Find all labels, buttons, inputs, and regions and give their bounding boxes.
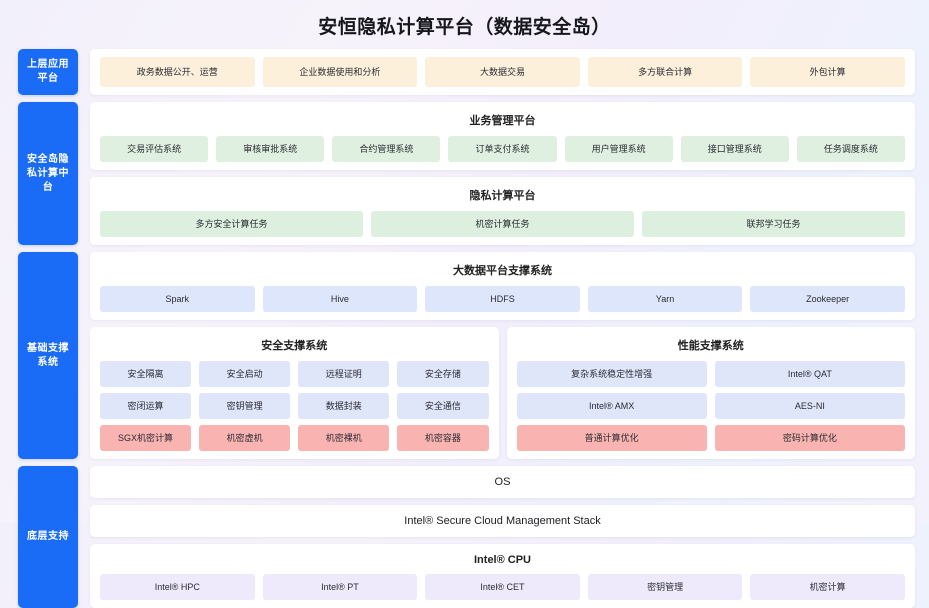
card-title-performance-support: 性能支撑系统	[677, 340, 744, 352]
chip-performance-1-0[interactable]: Intel® AMX	[516, 393, 707, 419]
chip-business-4[interactable]: 用户管理系统	[564, 136, 673, 162]
chip-security-1-1[interactable]: 密钥管理	[199, 393, 291, 419]
band-body-privacy: 业务管理平台 交易评估系统 审核审批系统 合约管理系统 订单支付系统 用户管理系…	[90, 102, 915, 245]
chip-app-3[interactable]: 多方联合计算	[587, 57, 743, 87]
card-title-bigdata: 大数据平台支撑系统	[453, 265, 552, 277]
chip-security-1-0[interactable]: 密闭运算	[100, 393, 192, 419]
band-body-bottom-support: OS Intel® Secure Cloud Management Stack …	[90, 466, 915, 608]
chip-performance-0-1[interactable]: Intel® QAT	[714, 361, 905, 387]
card-bigdata-platform: 大数据平台支撑系统 Spark Hive HDFS Yarn Zookeeper	[90, 252, 915, 320]
row-security-2: 密闭运算 密钥管理 数据封装 安全通信	[100, 393, 489, 419]
row-cpu-features: Intel® HPC Intel® PT Intel® CET 密钥管理 机密计…	[100, 574, 905, 600]
chip-security-0-0[interactable]: 安全隔离	[100, 361, 192, 387]
chip-privacy-0[interactable]: 多方安全计算任务	[100, 211, 363, 237]
row-business-systems: 交易评估系统 审核审批系统 合约管理系统 订单支付系统 用户管理系统 接口管理系…	[100, 136, 905, 162]
chip-security-2-0[interactable]: SGX机密计算	[100, 425, 192, 451]
sidebar-label-basic-support: 基础支撑系统	[18, 252, 78, 459]
row-applications: 政务数据公开、运营 企业数据使用和分析 大数据交易 多方联合计算 外包计算	[100, 57, 905, 87]
chip-bigdata-0[interactable]: Spark	[100, 286, 255, 312]
chip-security-1-3[interactable]: 安全通信	[397, 393, 489, 419]
sidebar-text: 基础支撑系统	[27, 342, 69, 368]
chip-performance-2-0[interactable]: 普通计算优化	[516, 425, 707, 451]
band-bottom-support: 底层支持 OS Intel® Secure Cloud Management S…	[0, 466, 929, 608]
chip-performance-1-1[interactable]: AES-NI	[714, 393, 905, 419]
card-os: OS	[90, 466, 915, 498]
card-security-support: 安全支撑系统 安全隔离 安全启动 远程证明 安全存储 密闭运算 密钥管理 数据封…	[90, 327, 499, 459]
chip-app-2[interactable]: 大数据交易	[425, 57, 580, 87]
chip-security-0-3[interactable]: 安全存储	[397, 361, 489, 387]
chip-cpu-3[interactable]: 密钥管理	[587, 574, 743, 600]
card-title-security-support: 安全支撑系统	[261, 340, 328, 352]
chip-cpu-1[interactable]: Intel® PT	[262, 574, 418, 600]
chip-app-0[interactable]: 政务数据公开、运营	[100, 57, 255, 87]
chip-privacy-1[interactable]: 机密计算任务	[371, 211, 634, 237]
chip-security-1-2[interactable]: 数据封装	[298, 393, 390, 419]
chip-cpu-0[interactable]: Intel® HPC	[100, 574, 255, 600]
chip-cpu-4[interactable]: 机密计算	[750, 574, 905, 600]
chip-privacy-2[interactable]: 联邦学习任务	[642, 211, 905, 237]
chip-business-1[interactable]: 审核审批系统	[216, 136, 325, 162]
card-performance-support: 性能支撑系统 复杂系统稳定性增强 Intel® QAT Intel® AMX A…	[506, 327, 915, 459]
chip-app-1[interactable]: 企业数据使用和分析	[262, 57, 418, 87]
row-bigdata-components: Spark Hive HDFS Yarn Zookeeper	[100, 286, 905, 312]
sidebar-label-application-platform: 上层应用平台	[18, 49, 78, 95]
card-title-intel-cpu: Intel® CPU	[474, 554, 531, 566]
page-title: 安恒隐私计算平台（数据安全岛）	[318, 17, 611, 38]
chip-business-2[interactable]: 合约管理系统	[332, 136, 441, 162]
sidebar-label-bottom-support: 底层支持	[18, 466, 78, 608]
chip-business-0[interactable]: 交易评估系统	[100, 136, 209, 162]
band-basic-support-system: 基础支撑系统 大数据平台支撑系统 Spark Hive HDFS Yarn Zo…	[0, 252, 929, 459]
row-performance-1: 复杂系统稳定性增强 Intel® QAT	[516, 361, 905, 387]
card-title-privacy: 隐私计算平台	[469, 190, 536, 202]
band-privacy-middle-platform: 安全岛隐私计算中台 业务管理平台 交易评估系统 审核审批系统 合约管理系统 订单…	[0, 102, 929, 245]
row-privacy-tasks: 多方安全计算任务 机密计算任务 联邦学习任务	[100, 211, 905, 237]
chip-security-2-2[interactable]: 机密裸机	[298, 425, 390, 451]
chip-security-0-2[interactable]: 远程证明	[298, 361, 390, 387]
sidebar-text: 安全岛隐私计算中台	[27, 153, 69, 193]
architecture-diagram: 安恒隐私计算平台（数据安全岛） 上层应用平台 政务数据公开、运营 企业数据使用和…	[0, 17, 929, 608]
chip-security-2-1[interactable]: 机密虚机	[199, 425, 291, 451]
sidebar-text: 底层支持	[27, 531, 69, 542]
row-performance-3: 普通计算优化 密码计算优化	[516, 425, 905, 451]
chip-security-0-1[interactable]: 安全启动	[199, 361, 291, 387]
sidebar-label-privacy-middle-platform: 安全岛隐私计算中台	[18, 102, 78, 245]
row-security-1: 安全隔离 安全启动 远程证明 安全存储	[100, 361, 489, 387]
row-performance-2: Intel® AMX AES-NI	[516, 393, 905, 419]
chip-security-2-3[interactable]: 机密容器	[397, 425, 489, 451]
card-secure-cloud-management-stack: Intel® Secure Cloud Management Stack	[90, 505, 915, 537]
chip-app-4[interactable]: 外包计算	[750, 57, 905, 87]
chip-bigdata-1[interactable]: Hive	[262, 286, 418, 312]
card-intel-cpu: Intel® CPU Intel® HPC Intel® PT Intel® C…	[90, 544, 915, 608]
chip-bigdata-3[interactable]: Yarn	[587, 286, 743, 312]
chip-bigdata-2[interactable]: HDFS	[425, 286, 580, 312]
chip-business-5[interactable]: 接口管理系统	[680, 136, 789, 162]
chip-performance-2-1[interactable]: 密码计算优化	[714, 425, 905, 451]
band-application-platform: 上层应用平台 政务数据公开、运营 企业数据使用和分析 大数据交易 多方联合计算 …	[0, 49, 929, 95]
row-support-systems: 安全支撑系统 安全隔离 安全启动 远程证明 安全存储 密闭运算 密钥管理 数据封…	[90, 327, 915, 459]
card-title-business: 业务管理平台	[469, 115, 536, 127]
chip-cpu-2[interactable]: Intel® CET	[425, 574, 580, 600]
band-body-basic-support: 大数据平台支撑系统 Spark Hive HDFS Yarn Zookeeper…	[90, 252, 915, 459]
chip-business-3[interactable]: 订单支付系统	[448, 136, 557, 162]
card-business-management: 业务管理平台 交易评估系统 审核审批系统 合约管理系统 订单支付系统 用户管理系…	[90, 102, 915, 170]
row-security-3: SGX机密计算 机密虚机 机密裸机 机密容器	[100, 425, 489, 451]
card-privacy-platform: 隐私计算平台 多方安全计算任务 机密计算任务 联邦学习任务	[90, 177, 915, 245]
card-applications: 政务数据公开、运营 企业数据使用和分析 大数据交易 多方联合计算 外包计算	[90, 49, 915, 95]
chip-bigdata-4[interactable]: Zookeeper	[750, 286, 905, 312]
sidebar-text: 上层应用平台	[27, 59, 69, 84]
chip-performance-0-0[interactable]: 复杂系统稳定性增强	[516, 361, 707, 387]
chip-business-6[interactable]: 任务调度系统	[796, 136, 905, 162]
band-body-application: 政务数据公开、运营 企业数据使用和分析 大数据交易 多方联合计算 外包计算	[90, 49, 915, 95]
